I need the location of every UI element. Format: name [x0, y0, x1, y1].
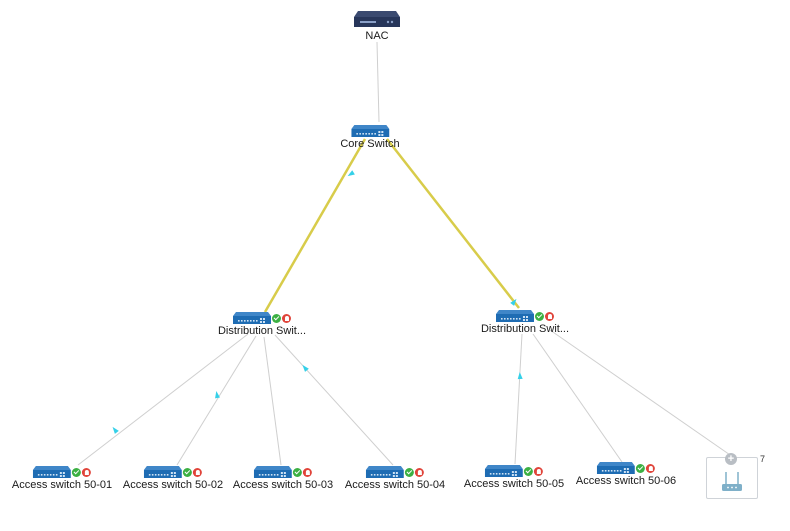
alert-icon: [192, 467, 202, 477]
wireless-ap-icon: [722, 472, 742, 491]
node-label: Distribution Swit...: [217, 325, 307, 337]
node-label: Access switch 50-06: [575, 475, 677, 487]
traffic-arrow-icon: [112, 426, 119, 434]
ok-icon: [292, 467, 302, 477]
node-access-switch-50-06[interactable]: Access switch 50-06: [576, 462, 676, 488]
alert-icon: [533, 466, 543, 476]
alert-icon: [414, 467, 424, 477]
ok-icon: [635, 463, 645, 473]
node-label: Distribution Swit...: [480, 323, 570, 335]
node-nac[interactable]: NAC: [354, 11, 400, 43]
node-access-switch-50-05[interactable]: Access switch 50-05: [464, 465, 564, 491]
node-access-switch-50-03[interactable]: Access switch 50-03: [233, 466, 333, 492]
link-dist1-acc04[interactable]: [274, 334, 394, 466]
node-label: Access switch 50-05: [463, 478, 565, 490]
node-label: Access switch 50-02: [122, 479, 224, 491]
alert-icon: [645, 463, 655, 473]
link-dist1-acc03[interactable]: [263, 336, 282, 466]
switch-icon: [143, 466, 182, 478]
traffic-arrow-icon: [347, 170, 355, 177]
ok-icon: [71, 467, 81, 477]
link-core-dist2[interactable]: [386, 138, 520, 309]
switch-icon: [32, 466, 71, 478]
ok-icon: [404, 467, 414, 477]
group-count: 7: [759, 454, 765, 464]
link-dist2-acc06[interactable]: [532, 333, 623, 463]
ok-icon: [182, 467, 192, 477]
collapsed-ap-group[interactable]: + 7: [706, 453, 765, 499]
alert-icon: [545, 311, 554, 321]
plus-icon[interactable]: +: [725, 453, 737, 465]
node-label: Access switch 50-03: [232, 479, 334, 491]
traffic-arrow-icon: [302, 364, 309, 372]
node-access-switch-50-02[interactable]: Access switch 50-02: [123, 466, 223, 492]
alert-icon: [282, 313, 291, 323]
ok-icon: [272, 313, 281, 323]
link-dist1-acc02[interactable]: [176, 335, 257, 466]
node-label: Access switch 50-01: [11, 479, 113, 491]
node-label: NAC: [365, 30, 389, 42]
node-label: Access switch 50-04: [344, 479, 446, 491]
link-dist1-acc01[interactable]: [77, 333, 249, 466]
switch-icon: [496, 310, 534, 322]
switch-icon: [596, 462, 635, 474]
link-dist2-ap-group[interactable]: [549, 329, 734, 458]
node-core-switch[interactable]: Core Switch: [340, 125, 400, 151]
alert-icon: [302, 467, 312, 477]
link-nac-core[interactable]: [376, 41, 380, 123]
alert-icon: [81, 467, 91, 477]
traffic-arrow-icon: [510, 298, 517, 306]
traffic-arrow-icon: [215, 391, 220, 399]
node-label: Core Switch: [340, 138, 400, 150]
switch-icon: [350, 125, 389, 137]
node-access-switch-50-04[interactable]: Access switch 50-04: [345, 466, 445, 492]
ok-icon: [523, 466, 533, 476]
switch-icon: [233, 312, 271, 324]
switch-icon: [253, 466, 292, 478]
switch-icon: [365, 466, 404, 478]
ok-icon: [535, 311, 544, 321]
node-distribution-switch-1[interactable]: Distribution Swit...: [218, 312, 306, 338]
node-distribution-switch-2[interactable]: Distribution Swit...: [481, 310, 569, 336]
firewall-appliance-icon: [354, 11, 400, 27]
node-access-switch-50-01[interactable]: Access switch 50-01: [12, 466, 112, 492]
link-dist2-acc05[interactable]: [514, 333, 523, 465]
traffic-arrow-icon: [517, 372, 523, 380]
link-core-dist1[interactable]: [263, 138, 367, 313]
switch-icon: [484, 465, 523, 477]
